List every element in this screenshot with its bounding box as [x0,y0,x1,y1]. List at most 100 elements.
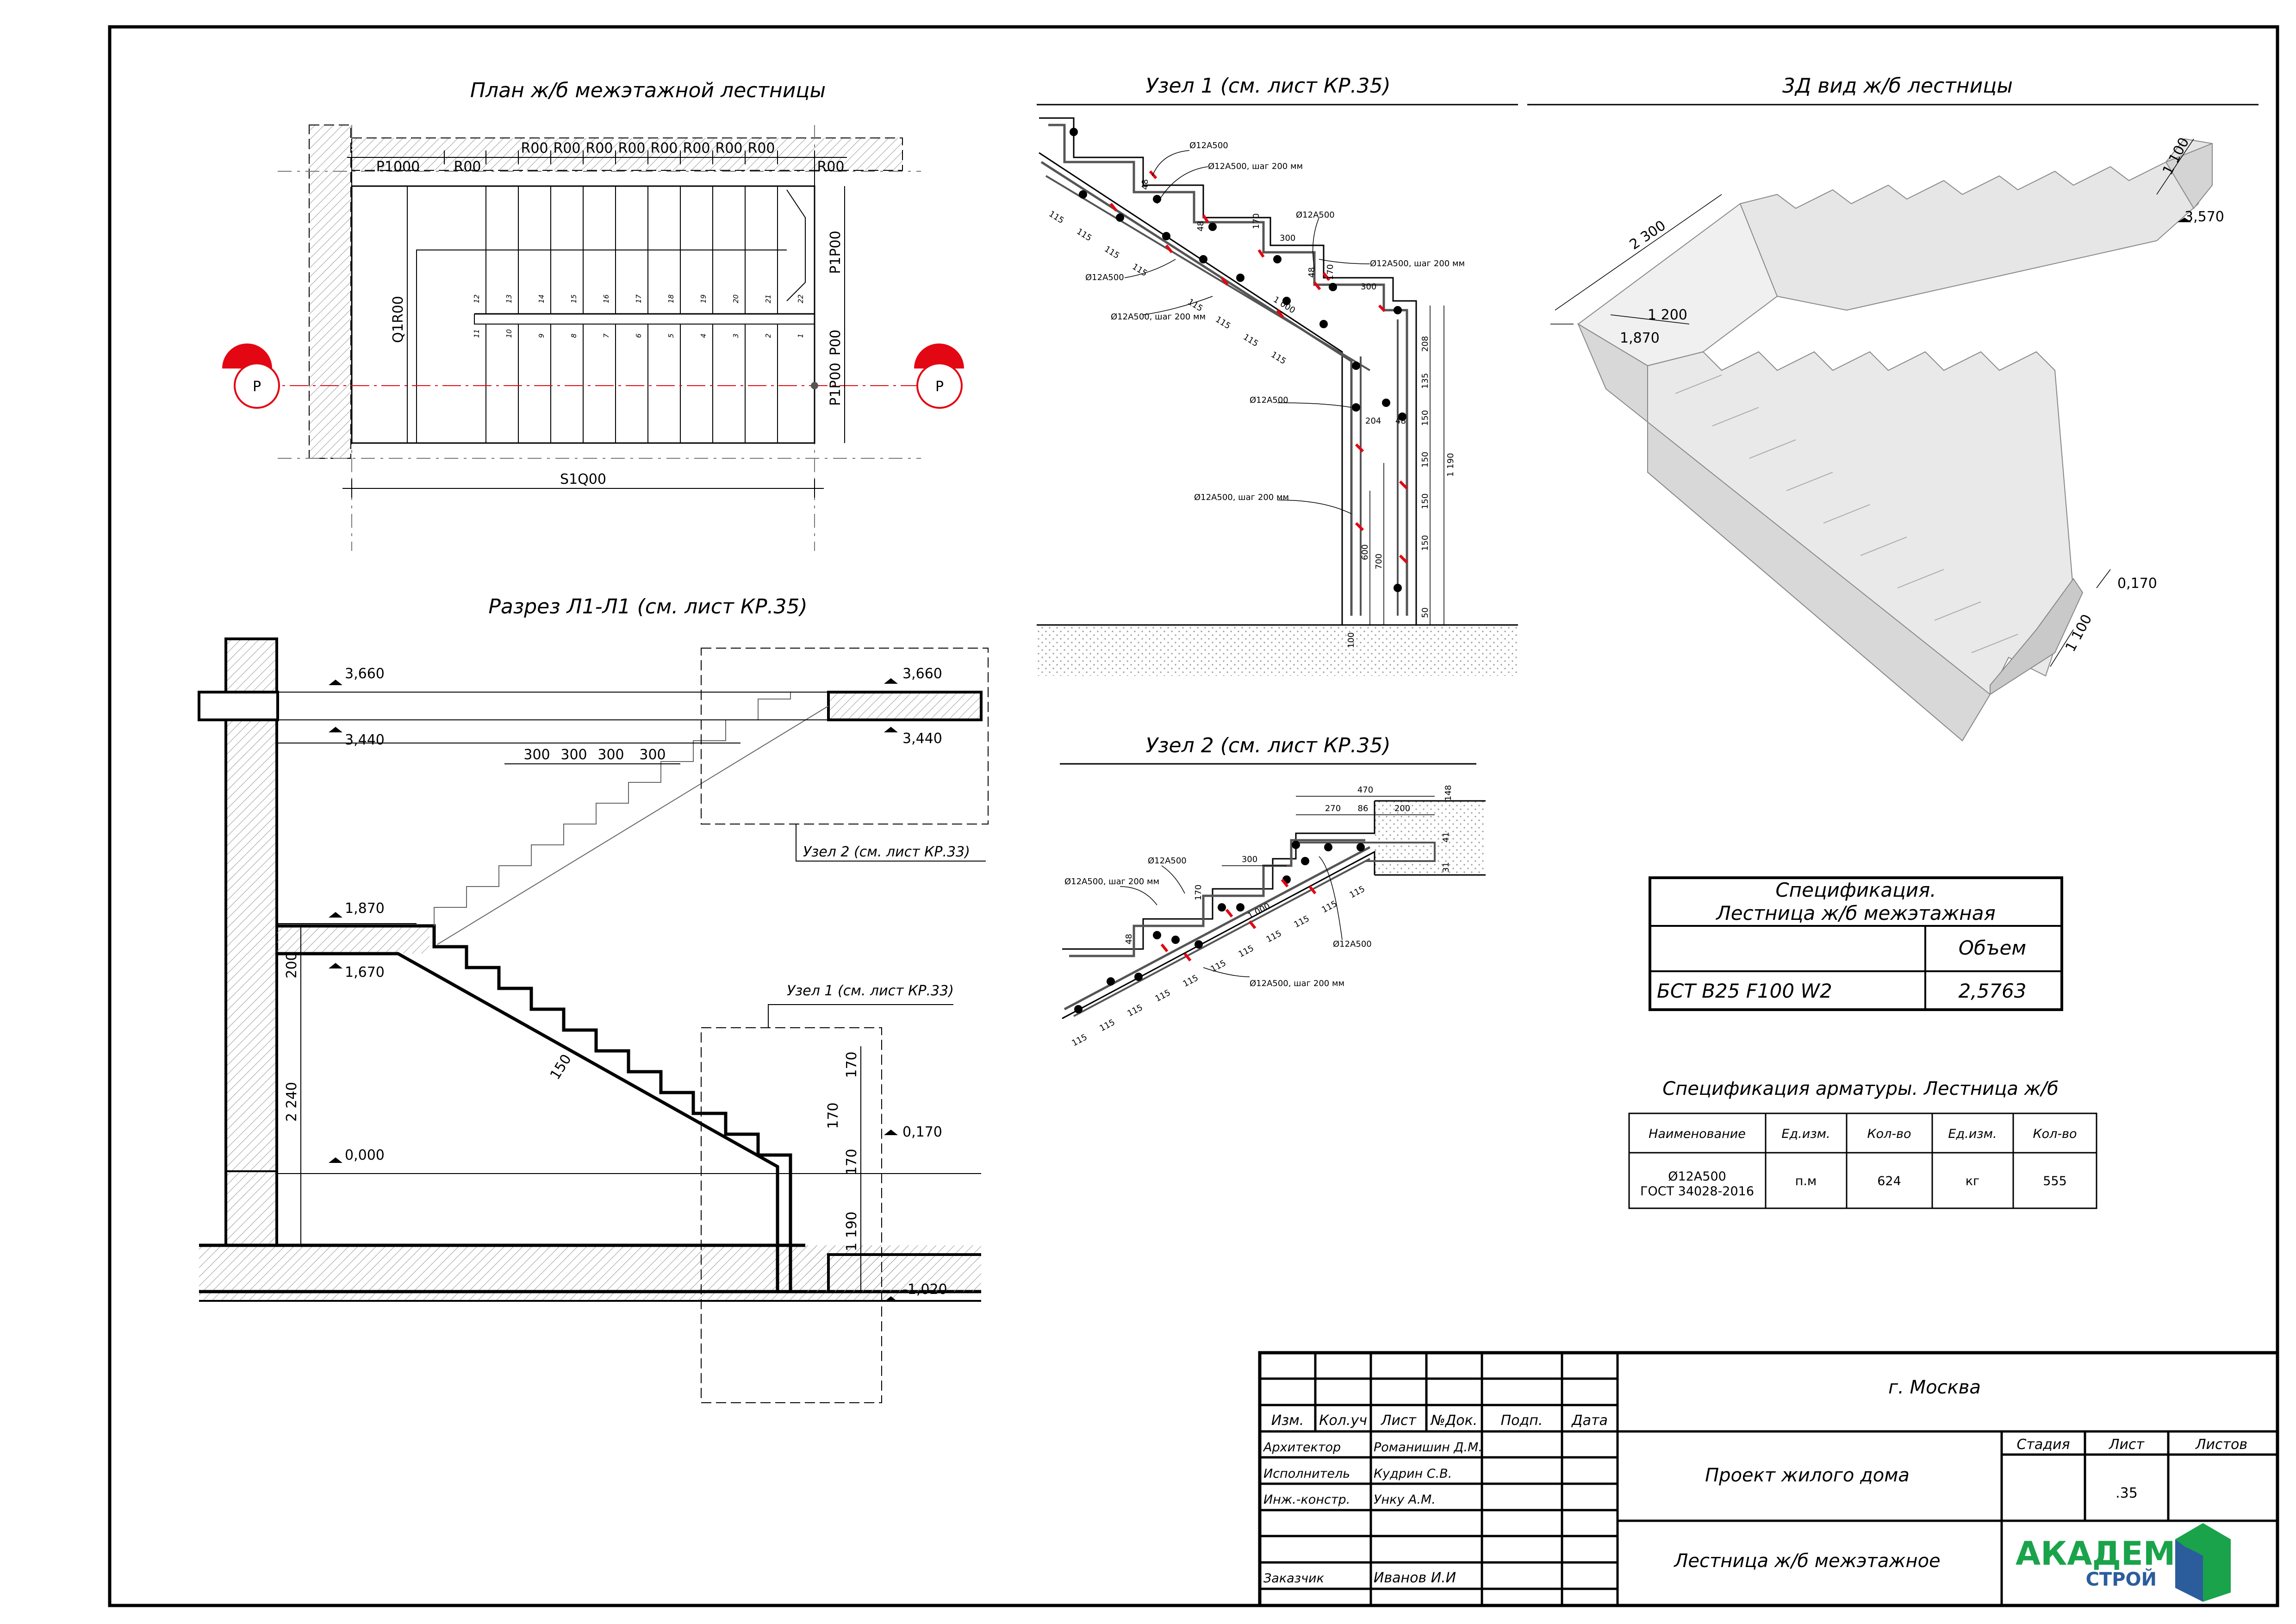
node1-dim-3: 300 [1280,233,1295,243]
spec-concrete-table: Спецификация. Лестница ж/б межэтажная Об… [1649,876,2063,1011]
tb-role-customer: Заказчик [1263,1571,1325,1586]
section-dim-1190: 1 190 [844,1212,860,1251]
svg-text:20: 20 [732,294,740,303]
svg-text:18: 18 [667,294,675,303]
node1-label-7: Ø12A500, шаг 200 мм [1194,493,1289,502]
node1-dim-9: 135 [1420,373,1430,389]
section-dim-150: 150 [547,1051,575,1082]
node1-dim-15: 1 190 [1446,453,1456,477]
spec-rebar-header-2: Кол-во [1867,1127,1911,1141]
plan-dim-top-7: R00 [683,140,710,156]
title-block-drawing: Лестница ж/б межэтажное [1673,1550,1940,1572]
plan-dim-top-5: R00 [618,140,645,156]
node2-detail: Ø12A500 Ø12A500, шаг 200 мм Ø12A500 Ø12A… [1062,785,1486,1048]
svg-text:16: 16 [602,294,610,303]
plan-dim-right-1: P00 [828,330,844,356]
svg-text:10: 10 [505,329,513,338]
tb-sheet-label: Лист [2109,1437,2145,1453]
spec-rebar-row-name-2: ГОСТ 34028-2016 [1640,1184,1754,1199]
plan-dim-top-0: Р1000 [376,159,420,175]
spec-rebar-row-qty2: 555 [2043,1174,2067,1188]
tb-role-engineer: Инж.-констр. [1263,1493,1350,1507]
plan-dim-top-4: R00 [585,140,613,156]
plan-dim-top-9: R00 [747,140,775,156]
tb-role-architect: Архитектор [1263,1440,1341,1455]
tread-dim-2: 300 [597,747,624,763]
level-minus-1020: -1,020 [902,1281,947,1298]
svg-text:14: 14 [537,294,546,303]
svg-text:12: 12 [473,294,481,303]
spec-rebar-row-qty1: 624 [1877,1174,1901,1188]
section-dim-2240: 2 240 [284,1082,300,1122]
node1-dim-19: 700 [1374,554,1384,569]
node2-dim-5: 41 [1441,832,1451,843]
node1-dim-1: 48 [1196,221,1206,231]
view3d-dim-5: 0,170 [2117,575,2157,592]
spec-concrete-header: Объем [1959,937,2026,959]
node1-dim-5: 300 [1361,282,1376,292]
spec-rebar-row-unit2: кг [1966,1174,1980,1188]
svg-text:3: 3 [732,333,740,338]
spec-rebar-header-1: Ед.изм. [1781,1127,1830,1141]
svg-text:115: 115 [1237,943,1255,960]
svg-text:11: 11 [473,329,481,338]
svg-text:9: 9 [537,333,546,338]
node1-label-0: Ø12A500 [1189,141,1228,150]
svg-text:115: 115 [1264,929,1283,945]
tread-dim-0: 300 [523,747,550,763]
plan-dim-top-2: R00 [521,140,548,156]
spec-concrete-title-2: Лестница ж/б межэтажная [1715,902,1996,924]
section-marker-left: Р [222,344,280,409]
view3d-dim-4: 3,570 [2184,209,2224,225]
title-block: г. Москва Проект жилого дома Лестница ж/… [1258,1351,2279,1607]
svg-text:8: 8 [570,333,578,338]
tb-name-architect: Романишин Д.М. [1374,1440,1482,1455]
node2-label-3: Ø12A500, шаг 200 мм [1250,979,1344,988]
svg-text:Р: Р [935,379,944,395]
level-3660-left: 3,660 [345,666,385,682]
akademik-logo: АКАДЕМИК СТРОЙ [2016,1523,2231,1602]
title-block-city: г. Москва [1888,1377,1981,1398]
sheet-frame [108,25,2279,1607]
tb-header-izm: Изм. [1271,1412,1304,1429]
level-0000: 0,000 [345,1147,385,1163]
svg-text:115: 115 [1047,209,1065,225]
level-3440-right: 3,440 [902,731,942,747]
tread-dim-1: 300 [560,747,587,763]
node2-label-0: Ø12A500 [1148,856,1187,866]
node1-label-6: Ø12A500 [1250,395,1288,405]
spec-rebar-table: Спецификация арматуры. Лестница ж/б Наим… [1628,1078,2097,1209]
plan-dim-top-8: R00 [715,140,742,156]
svg-text:115: 115 [1075,226,1093,243]
svg-text:15: 15 [570,294,578,303]
node2-dim-0: 470 [1357,785,1373,795]
node1-dim-17: 48 [1395,416,1406,426]
svg-text:115: 115 [1186,297,1204,313]
plan-dim-top-10: R00 [817,159,844,175]
plan-dim-top-6: R00 [650,140,678,156]
tb-header-list: Лист [1381,1412,1417,1429]
tb-header-ndok: №Док. [1430,1412,1478,1429]
node1-dim-14: 50 [1420,607,1430,618]
svg-text:115: 115 [1292,914,1311,930]
node1-dim-20: 100 [1346,632,1356,648]
level-3660-right: 3,660 [902,666,942,682]
spec-rebar-title: Спецификация арматуры. Лестница ж/б [1662,1078,2059,1099]
svg-text:1: 1 [796,333,805,338]
svg-text:Р: Р [253,379,261,395]
node2-label-1: Ø12A500, шаг 200 мм [1064,877,1159,887]
svg-text:СТРОЙ: СТРОЙ [2086,1568,2157,1590]
tb-header-podp: Подп. [1501,1412,1543,1429]
section-dim-170c: 170 [844,1149,860,1175]
svg-text:17: 17 [635,294,643,303]
spec-rebar-header-0: Наименование [1649,1127,1746,1141]
stair-plan: 12 13 14 15 16 17 18 19 20 21 22 11 10 9… [222,125,964,551]
callout-node1: Узел 1 (см. лист КР.33) [787,983,954,999]
title-block-project: Проект жилого дома [1705,1465,1910,1486]
tb-role-executor: Исполнитель [1263,1467,1350,1481]
tb-name-executor: Кудрин С.В. [1374,1467,1452,1481]
svg-text:19: 19 [699,294,708,303]
node2-label-2: Ø12A500 [1333,939,1372,949]
level-1670: 1,670 [345,964,385,981]
